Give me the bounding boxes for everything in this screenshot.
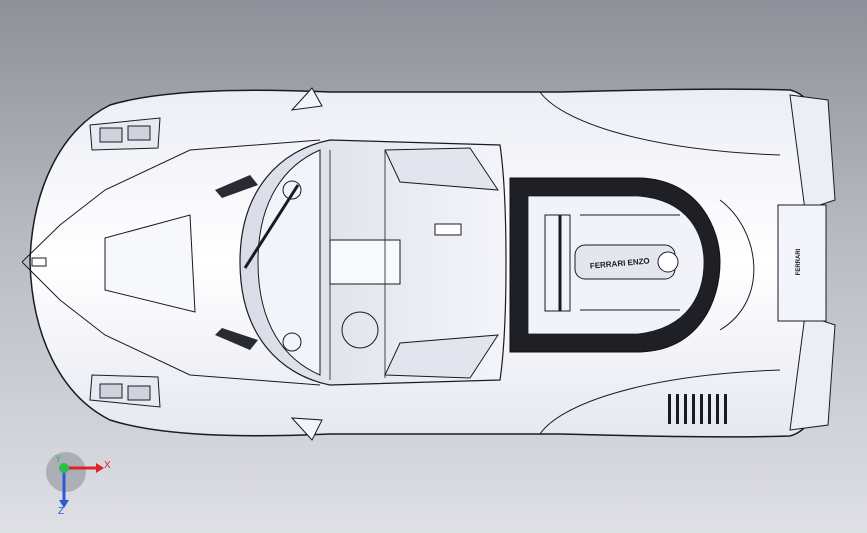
dash-gauge-bottom — [282, 332, 302, 352]
hood-vent — [104, 214, 196, 313]
steering-wheel — [341, 311, 379, 349]
z-axis-label: Z — [58, 506, 64, 517]
mirror-left — [290, 87, 323, 111]
front-nose — [21, 139, 321, 386]
fender-vent-right — [215, 328, 258, 350]
rear-badge: FERRARI — [796, 248, 802, 275]
headlight-right — [89, 374, 161, 408]
rear-spoiler-right — [789, 314, 836, 431]
engine-block — [544, 214, 680, 312]
headlight-left — [89, 117, 161, 151]
rear-bumper — [777, 204, 827, 322]
rear-quarter-top — [539, 91, 781, 156]
windshield — [257, 149, 321, 376]
rear-deck-arc — [719, 199, 755, 331]
fender-vent-left — [215, 175, 258, 198]
dash-gauge-top — [282, 180, 302, 200]
mirror-right — [290, 417, 323, 441]
x-axis-label: X — [104, 460, 111, 471]
roof-antenna — [434, 223, 462, 236]
side-window-right — [384, 334, 499, 379]
rear-vent-grille — [668, 394, 727, 424]
y-axis-dot-icon — [59, 463, 69, 473]
x-axis-arrow-icon — [96, 463, 104, 473]
rear-quarter-bottom — [539, 369, 781, 435]
interior-console — [329, 239, 401, 285]
front-tow-hook — [31, 257, 47, 267]
coordinate-triad: X Y Z — [46, 452, 111, 517]
z-axis-arrow-icon — [59, 500, 69, 508]
y-axis-label: Y — [55, 454, 62, 465]
side-window-left — [384, 147, 499, 191]
rear-spoiler-left — [789, 94, 836, 211]
